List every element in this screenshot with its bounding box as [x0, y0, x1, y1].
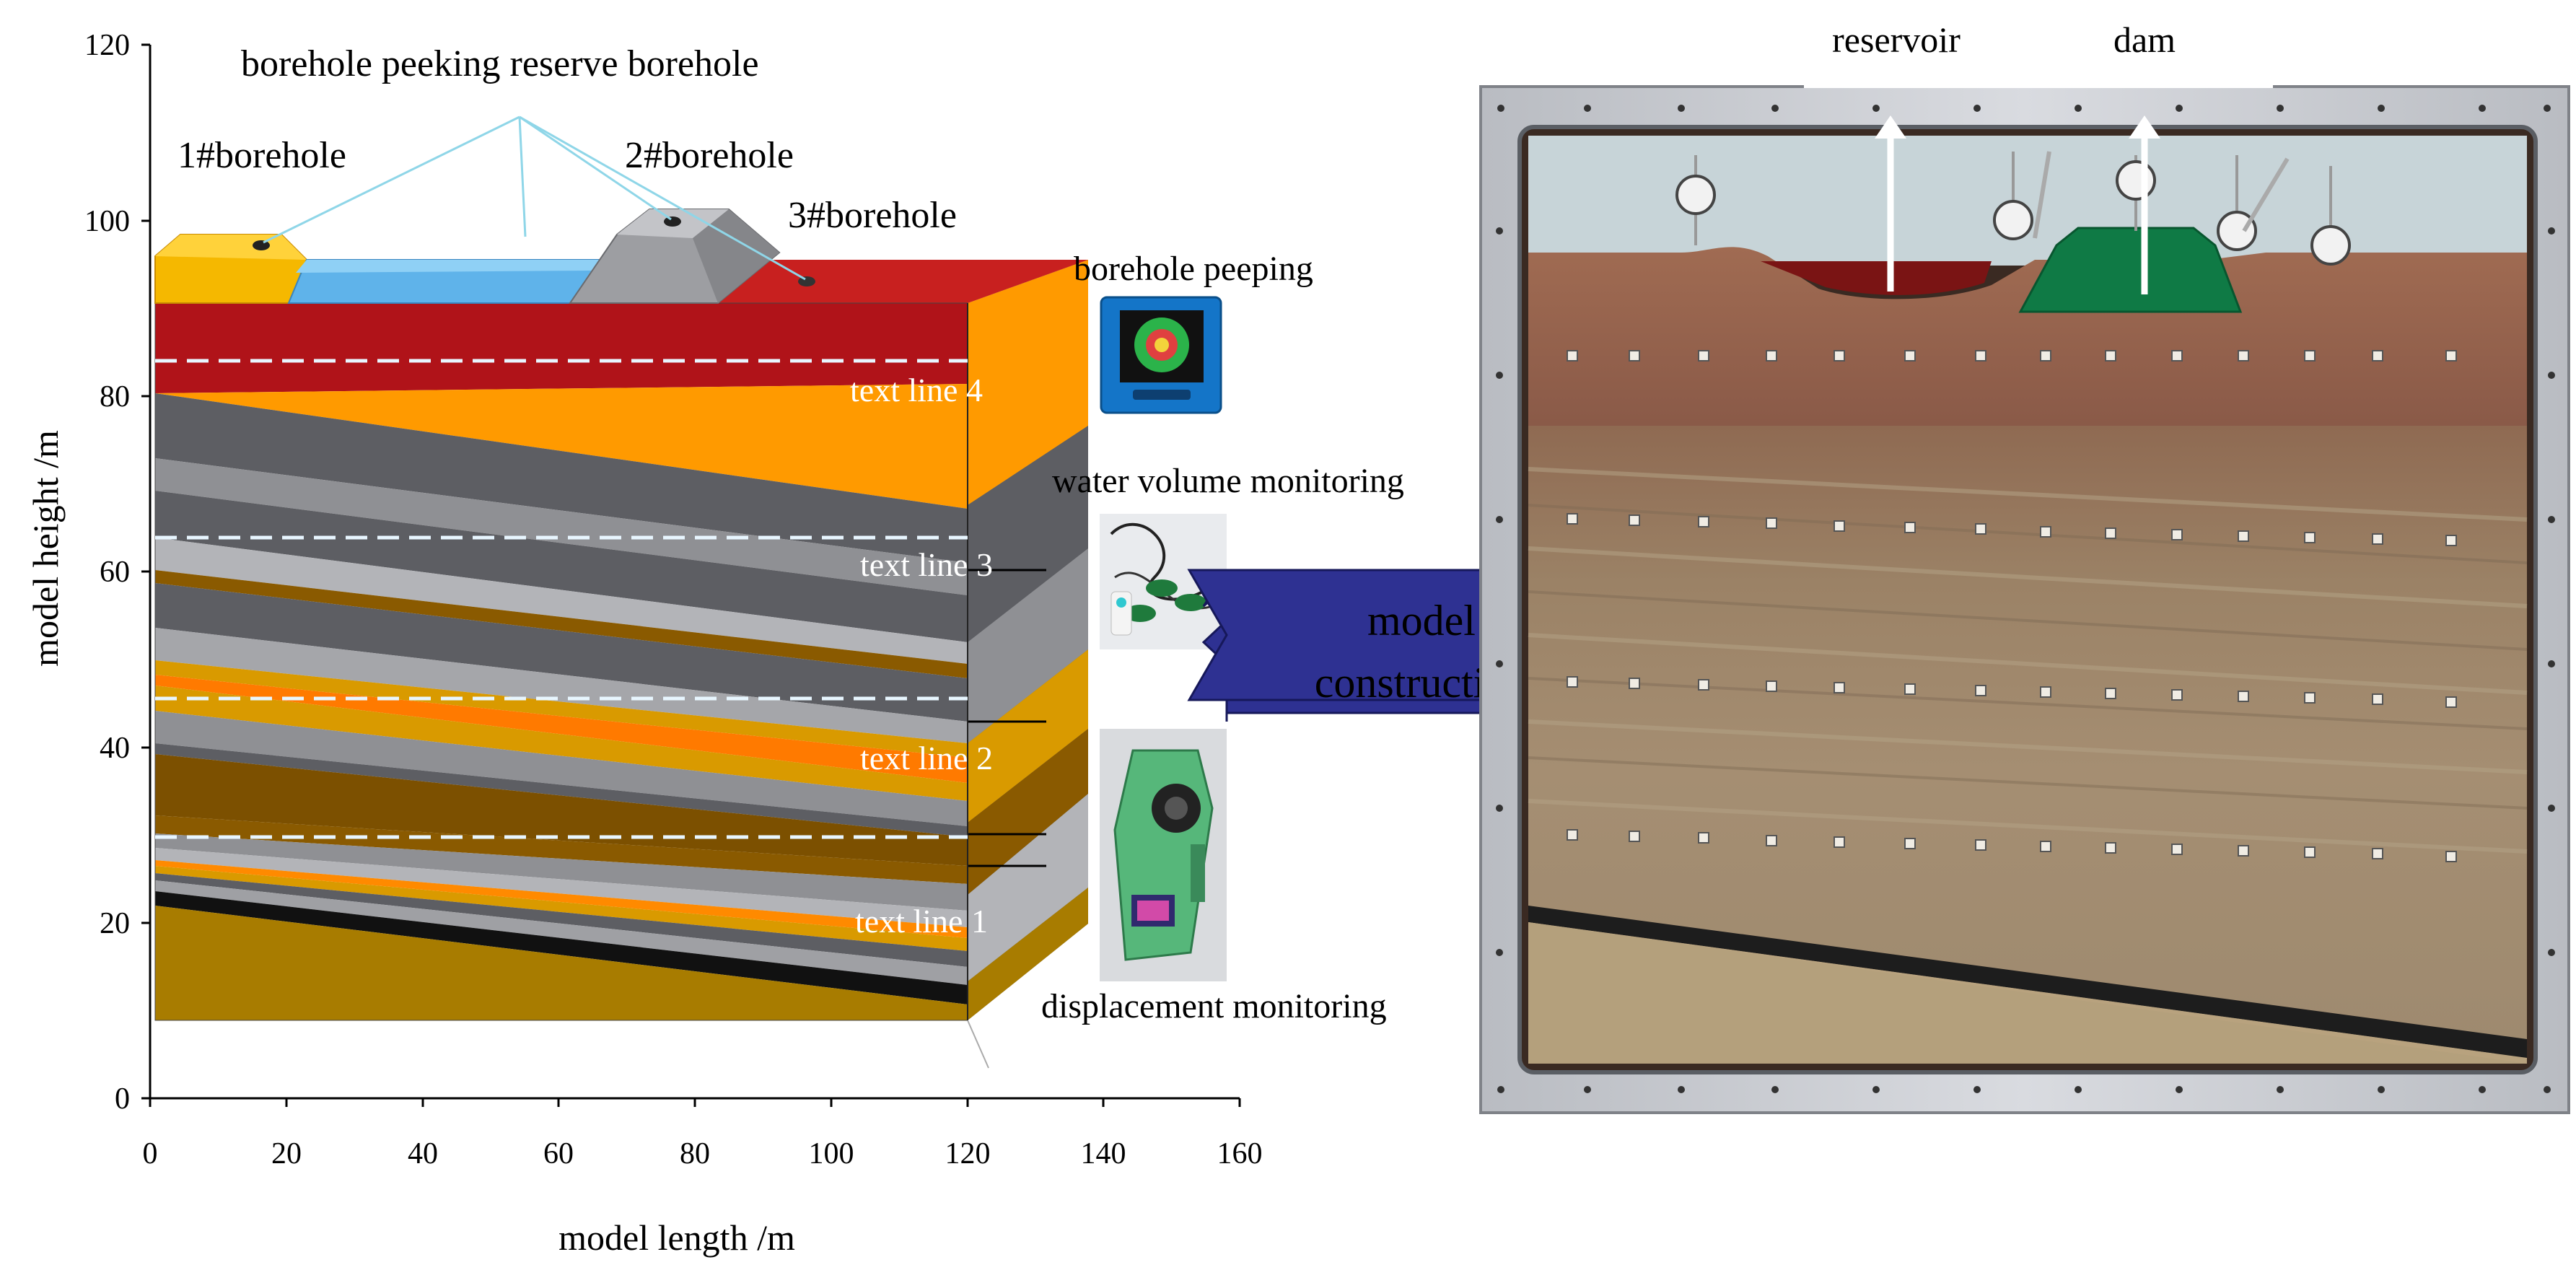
borehole-peeping-label: borehole peeping: [1074, 250, 1313, 288]
y-tick-label: 60: [100, 556, 130, 589]
x-tick-label: 0: [143, 1137, 158, 1170]
y-tick-labels: 120 100 80 60 40 20 0: [84, 29, 130, 1116]
stratum-gold-2: [155, 686, 968, 801]
borehole-peeking-reserve-label: borehole peeking reserve borehole: [241, 43, 759, 84]
point-row-4: [1567, 829, 2457, 862]
y-ticks: [141, 43, 150, 1100]
water-volume-monitoring-label: water volume monitoring: [1052, 462, 1404, 500]
stratum-dark-grey-3: [155, 583, 968, 722]
stratum-red: [155, 303, 968, 393]
displacement-monitoring-label: displacement monitoring: [1041, 987, 1387, 1025]
x-tick-label: 100: [809, 1137, 854, 1170]
borehole-2-hole: [664, 216, 681, 227]
stratum-light-grey-1: [155, 538, 968, 664]
physical-model-photo: reservoir dam: [1479, 0, 2570, 1114]
instrument-panel: borehole peeping water volume monitoring: [1041, 250, 1404, 1025]
frame-bolts: [1496, 105, 2555, 1093]
y-tick-label: 100: [84, 205, 130, 238]
point-row-3: [1567, 676, 2457, 708]
point-row-1: [1567, 350, 2457, 362]
borehole-1-label: 1#borehole: [178, 135, 346, 176]
stratum-mid-grey-1: [155, 458, 968, 595]
x-axis-title: model length /m: [558, 1217, 795, 1258]
x-ticks: [149, 1098, 1241, 1107]
test-line-labels: text line 4 text line 3 text line 2 text…: [850, 372, 993, 940]
surface-structures: [154, 115, 815, 304]
photo-black-layer: [1528, 906, 2527, 1058]
text-line-4-label: text line 4: [850, 372, 983, 408]
borehole-3-hole: [798, 276, 815, 286]
stratum-dark-grey-thin: [155, 873, 968, 967]
stratum-dark-grey-2: [155, 491, 968, 642]
block-side-face: [968, 260, 1088, 1020]
stratum-bright-orange: [155, 675, 968, 783]
stratum-orange: [155, 384, 968, 509]
photo-dam: [2018, 227, 2243, 313]
x-tick-label: 20: [271, 1137, 302, 1170]
stratum-light-grey-2: [155, 628, 968, 743]
dam-label: dam: [2113, 19, 2176, 60]
x-tick-label: 160: [1217, 1137, 1263, 1170]
x-tick-label: 140: [1081, 1137, 1126, 1170]
stratum-grey-4: [155, 833, 968, 911]
borehole-labels: borehole peeking reserve borehole 1#bore…: [178, 43, 957, 236]
borehole-peeping-device: [1100, 296, 1222, 414]
x-tick-label: 80: [680, 1137, 710, 1170]
x-tick-label: 120: [945, 1137, 991, 1170]
test-lines-dashed: [155, 359, 968, 839]
model-diagram: 120 100 80 60 40 20 0 0 20 40 60 80 100: [25, 29, 1263, 1258]
stratum-dark-grey-4: [155, 743, 968, 837]
stratum-orange-thin: [155, 860, 968, 938]
text-line-1-label: text line 1: [855, 903, 988, 940]
point-row-2: [1567, 513, 2457, 546]
x-tick-label: 40: [408, 1137, 438, 1170]
borehole-3-label: 3#borehole: [788, 195, 957, 236]
y-tick-label: 80: [100, 380, 130, 413]
stratum-light-grey-3: [155, 848, 968, 927]
monitoring-points: [1567, 350, 2457, 862]
stratum-base: [155, 906, 968, 1020]
stratum-black: [155, 891, 968, 1004]
y-tick-label: 120: [84, 29, 130, 62]
y-tick-label: 0: [115, 1082, 130, 1116]
y-tick-label: 20: [100, 907, 130, 940]
text-line-3-label: text line 3: [860, 546, 993, 583]
x-tick-label: 60: [543, 1137, 574, 1170]
stratum-brown-3: [155, 815, 968, 884]
arrow-label-line1: model: [1367, 597, 1476, 644]
displacement-monitoring-device: [1100, 729, 1227, 981]
photo-arrows: [1875, 115, 2160, 294]
strata-front-face: [154, 302, 989, 1069]
stratum-grey-3: [155, 711, 968, 826]
stratum-grey-5: [155, 880, 968, 985]
y-axis-title: model height /m: [25, 430, 66, 667]
borehole-2-label: 2#borehole: [625, 135, 794, 176]
y-tick-label: 40: [100, 732, 130, 765]
stratum-dark-grey-1: [155, 393, 968, 563]
borehole-1-hole: [253, 240, 270, 250]
stratum-gold-thin: [155, 866, 968, 951]
reservoir-label: reservoir: [1832, 19, 1961, 60]
stratum-gold-1: [155, 660, 968, 758]
x-tick-labels: 0 20 40 60 80 100 120 140 160: [143, 1137, 1263, 1170]
text-line-2-label: text line 2: [860, 740, 993, 776]
stratum-brown-1: [155, 570, 968, 678]
dial-gauges: [1675, 151, 2351, 266]
